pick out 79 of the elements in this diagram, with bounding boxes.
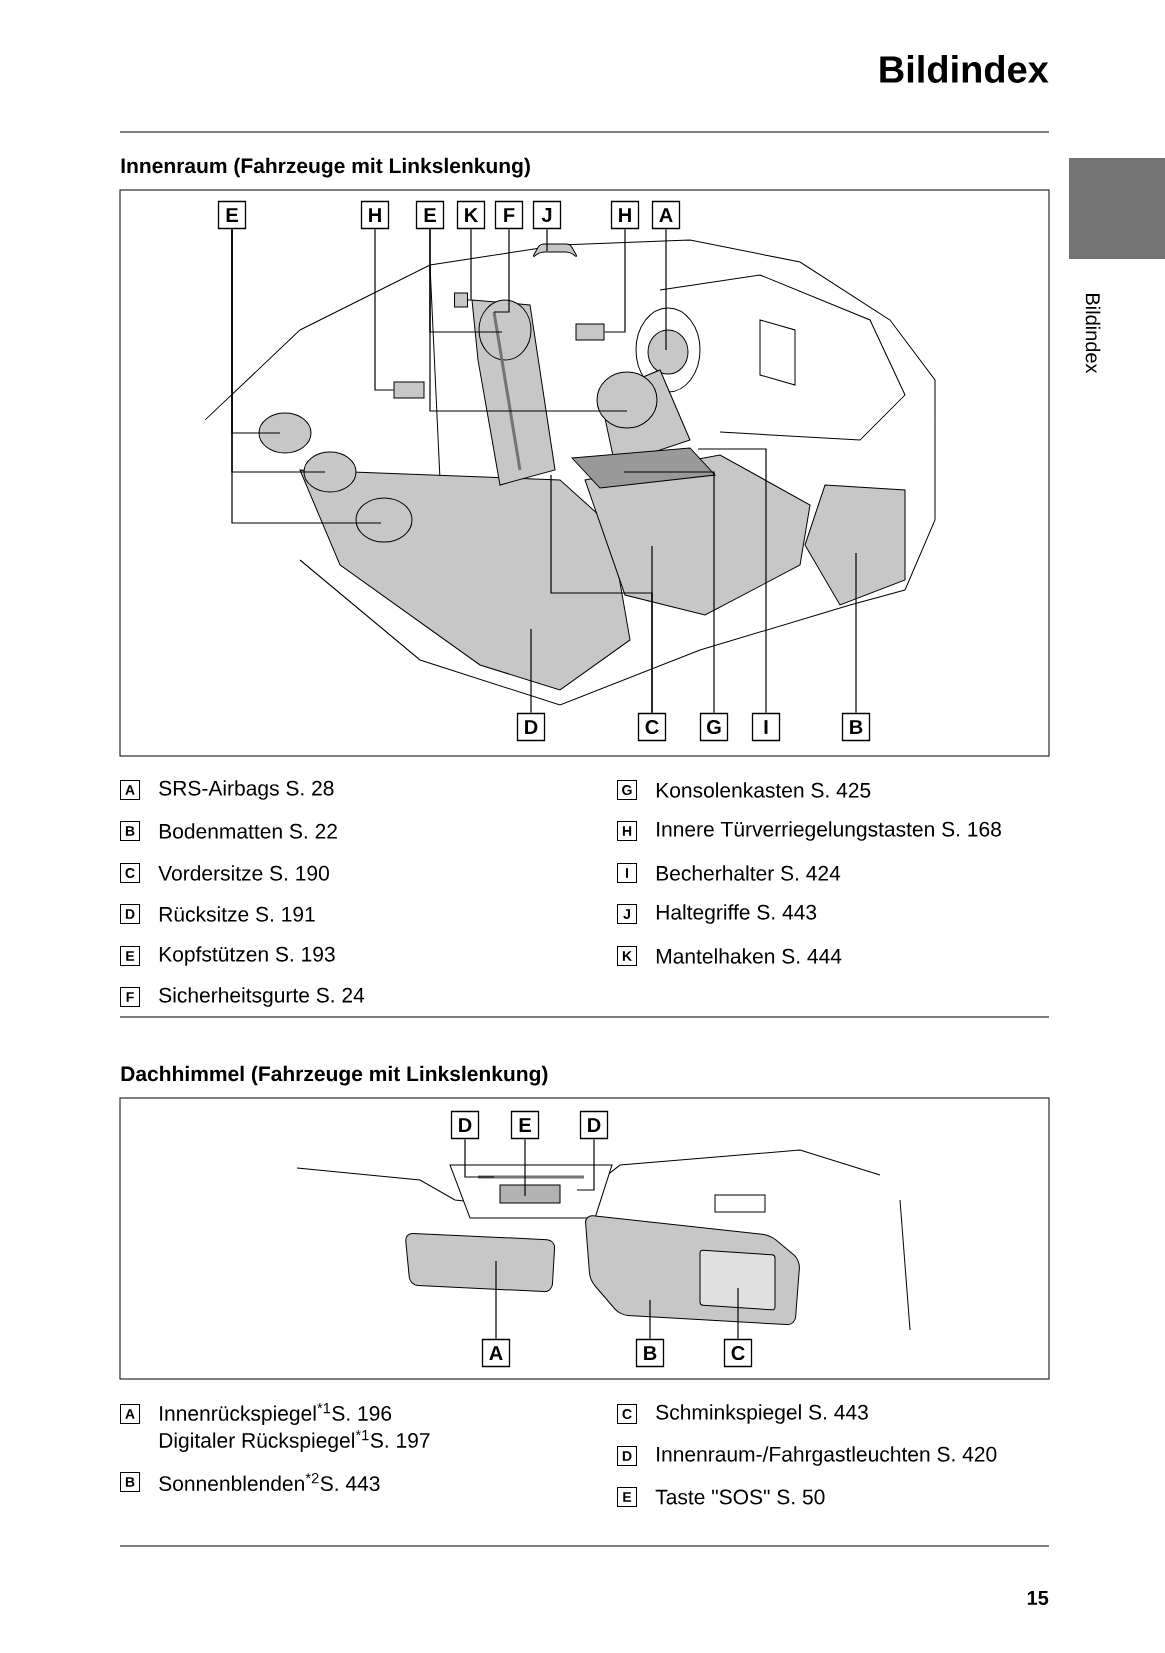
door-button xyxy=(393,381,425,399)
callout-letter: H xyxy=(360,200,390,230)
description-text: Mantelhaken S. 444 xyxy=(656,948,842,964)
description-text: Innenraum-/Fahrgastleuchten S. 420 xyxy=(657,1446,997,1466)
callout-letter: D xyxy=(579,1110,609,1140)
callout-letter: G xyxy=(617,780,637,800)
door-button xyxy=(575,323,605,341)
section-heading: Innenraum (Fahrzeuge mit Linkslenkung) xyxy=(121,157,530,178)
callout-letter: E xyxy=(415,200,445,230)
callout-letter: K xyxy=(617,946,637,966)
callout-letter: E xyxy=(510,1110,540,1140)
description-text: SRS-Airbags S. 28 xyxy=(159,780,334,800)
leader-line xyxy=(649,1299,651,1340)
callout-letter: D xyxy=(450,1110,480,1140)
description-text: Sicherheitsgurte S. 24 xyxy=(159,987,365,1007)
callout-letter: D xyxy=(516,712,546,742)
callout-letter: B xyxy=(841,712,871,742)
leader-line xyxy=(546,228,548,252)
description-text: Kopfstützen S. 193 xyxy=(159,946,335,966)
callout-letter: A xyxy=(481,1338,511,1368)
leader-line xyxy=(467,228,472,301)
callout-letter: E xyxy=(617,1487,637,1507)
door-button xyxy=(454,292,468,308)
leader-line xyxy=(737,1287,739,1340)
section-heading: Dachhimmel (Fahrzeuge mit Linkslenkung) xyxy=(121,1065,548,1086)
callout-letter: I xyxy=(617,863,637,883)
callout-letter: D xyxy=(120,904,140,924)
callout-letter: E xyxy=(217,200,247,230)
leader-line xyxy=(855,552,857,714)
leader-line xyxy=(524,1138,526,1197)
description-text: Taste "SOS" S. 50 xyxy=(655,1489,825,1505)
leader-line xyxy=(464,1138,495,1178)
leader-line xyxy=(603,228,626,333)
leader-line xyxy=(651,545,653,714)
description-text: Innenrückspiegel$^{*1}$S. 196 xyxy=(160,1403,392,1425)
callout-letter: A xyxy=(120,1404,140,1424)
description-text: Bodenmatten S. 22 xyxy=(159,823,337,839)
callout-letter: F xyxy=(494,200,524,230)
leader-line xyxy=(697,448,767,714)
callout-letter: J xyxy=(532,200,562,230)
callout-letter: I xyxy=(751,712,781,742)
leader-line xyxy=(665,228,667,351)
callout-letter: H xyxy=(617,821,637,841)
leader-line xyxy=(495,1260,497,1340)
page-title: Bildindex xyxy=(880,55,1049,83)
leader-line xyxy=(576,1138,595,1191)
description-text: Innere Türverriegelungstasten S. 168 xyxy=(657,821,1001,841)
callout-letter: B xyxy=(635,1338,665,1368)
callout-letter: B xyxy=(120,1472,140,1492)
description-text: Konsolenkasten S. 425 xyxy=(656,782,871,798)
description-text: Digitaler Rückspiegel$^{*1}$S. 197 xyxy=(159,1430,430,1452)
page-number: 15 xyxy=(1027,1591,1049,1605)
callout-letter: G xyxy=(699,712,729,742)
callout-letter: B xyxy=(120,821,140,841)
description-text: Sonnenblenden$^{*2}$S. 443 xyxy=(159,1473,380,1491)
leader-line xyxy=(493,228,510,313)
leader-line xyxy=(374,228,395,391)
description-text: Haltegriffe S. 443 xyxy=(656,904,817,924)
callout-letter: K xyxy=(456,200,486,230)
callout-letter: C xyxy=(120,863,140,883)
leader-line xyxy=(530,628,532,714)
description-text: Schminkspiegel S. 443 xyxy=(656,1404,868,1424)
tab-label: Bildindex xyxy=(1085,294,1101,374)
description-text: Rücksitze S. 191 xyxy=(159,906,315,922)
leader-line xyxy=(231,228,382,524)
callout-letter: C xyxy=(637,712,667,742)
callout-letter: A xyxy=(120,780,140,800)
callout-letter: C xyxy=(617,1404,637,1424)
callout-letter: H xyxy=(610,200,640,230)
callout-letter: J xyxy=(617,904,637,924)
callout-letter: E xyxy=(120,946,140,966)
leader-line xyxy=(429,228,628,412)
description-text: Vordersitze S. 190 xyxy=(158,865,329,881)
callout-letter: A xyxy=(651,200,681,230)
leader-line xyxy=(623,471,715,714)
callout-letter: F xyxy=(120,987,140,1007)
description-text: Becherhalter S. 424 xyxy=(656,865,841,881)
callout-letter: D xyxy=(617,1446,637,1466)
callout-letter: C xyxy=(723,1338,753,1368)
